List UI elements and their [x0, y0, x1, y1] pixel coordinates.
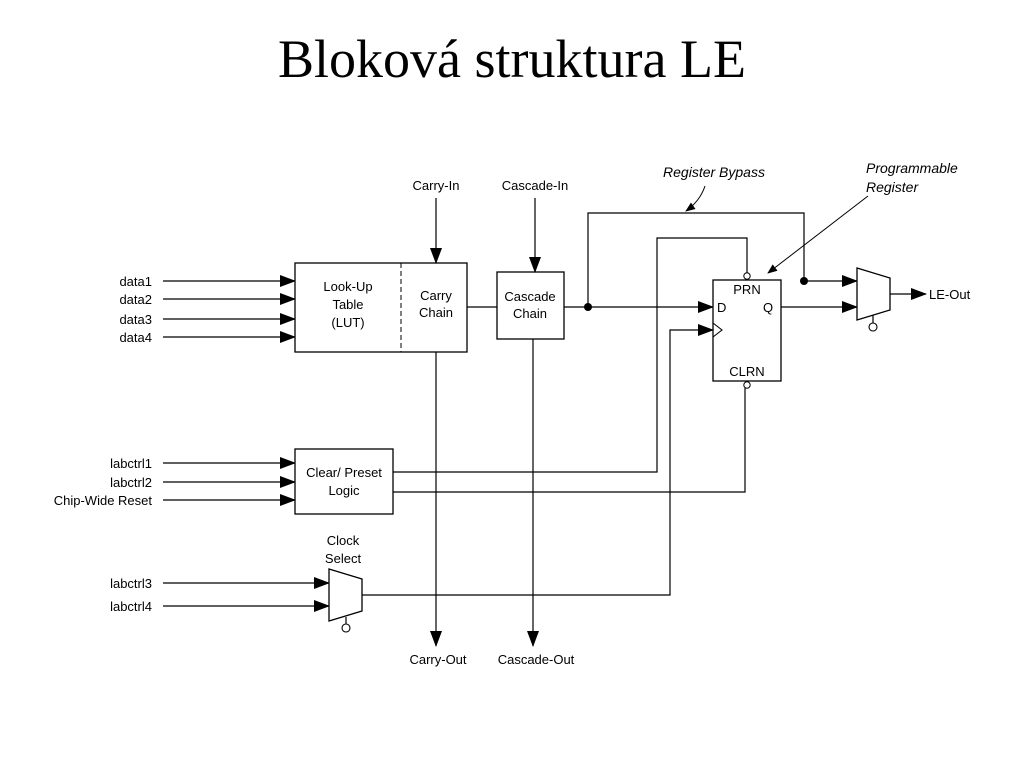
- register-clrn-label: CLRN: [729, 364, 764, 379]
- lut-label-line3: (LUT): [331, 315, 364, 330]
- cascade-out-label: Cascade-Out: [498, 652, 575, 667]
- clock-select-label-line1: Clock: [327, 533, 360, 548]
- cascade-in-label: Cascade-In: [502, 178, 568, 193]
- input-labels: data1 data2 data3 data4 labctrl1 labctrl…: [54, 274, 153, 614]
- output-mux-shape: [856, 267, 891, 321]
- lut-label-line1: Look-Up: [323, 279, 372, 294]
- data1-label: data1: [119, 274, 152, 289]
- clock-edge-symbol: [712, 322, 723, 338]
- data3-label: data3: [119, 312, 152, 327]
- clear-wire: [393, 388, 746, 493]
- input-wires: [163, 275, 330, 612]
- clear-preset-box: [294, 448, 394, 515]
- register-bypass-pointer: [685, 185, 706, 212]
- clock-wire: [362, 324, 714, 596]
- slide-title: Bloková struktura LE: [278, 29, 746, 89]
- chip-wide-reset-label: Chip-Wide Reset: [54, 493, 153, 508]
- clock-select-mux: Clock Select: [325, 533, 363, 633]
- clear-preset-block: Clear/ Preset Logic: [294, 448, 394, 515]
- clrn-inversion-bubble: [743, 381, 751, 389]
- cascade-chain-box: [496, 271, 565, 340]
- labctrl1-label: labctrl1: [110, 456, 152, 471]
- carry-chain-label-line2: Chain: [419, 305, 453, 320]
- labctrl2-label: labctrl2: [110, 475, 152, 490]
- programmable-register-annotation-line1: Programmable: [866, 160, 958, 176]
- labctrl3-label: labctrl3: [110, 576, 152, 591]
- preset-wire: [393, 237, 748, 473]
- programmable-register-annotation-line2: Register: [866, 179, 919, 195]
- register-bypass-annotation: Register Bypass: [663, 164, 765, 180]
- register-bypass-wire: [587, 212, 805, 307]
- register-q-label: Q: [763, 300, 773, 315]
- lut-carry-block: Look-Up Table (LUT) Carry Chain: [294, 262, 468, 353]
- lut-label-line2: Table: [332, 297, 363, 312]
- cascade-chain-label-line2: Chain: [513, 306, 547, 321]
- clear-preset-label-line2: Logic: [328, 483, 360, 498]
- carry-in-label: Carry-In: [413, 178, 460, 193]
- programmable-register: PRN D Q CLRN: [712, 272, 782, 389]
- cascade-chain-block: Cascade Chain: [496, 271, 565, 340]
- cascade-chain-label-line1: Cascade: [504, 289, 555, 304]
- carry-chain-label-line1: Carry: [420, 288, 452, 303]
- labctrl4-label: labctrl4: [110, 599, 152, 614]
- output-mux-select-bubble: [868, 322, 878, 332]
- prn-inversion-bubble: [743, 272, 751, 280]
- programmable-register-pointer: [767, 195, 869, 274]
- clear-preset-label-line1: Clear/ Preset: [306, 465, 382, 480]
- output-mux: [856, 267, 891, 332]
- clock-select-mux-shape: [328, 568, 363, 622]
- clock-select-label-line2: Select: [325, 551, 362, 566]
- le-out-label: LE-Out: [929, 287, 971, 302]
- register-d-label: D: [717, 300, 726, 315]
- data4-label: data4: [119, 330, 152, 345]
- register-prn-label: PRN: [733, 282, 760, 297]
- data2-label: data2: [119, 292, 152, 307]
- clock-select-mux-bubble: [341, 623, 351, 633]
- carry-out-label: Carry-Out: [409, 652, 466, 667]
- lut-box: [294, 262, 468, 353]
